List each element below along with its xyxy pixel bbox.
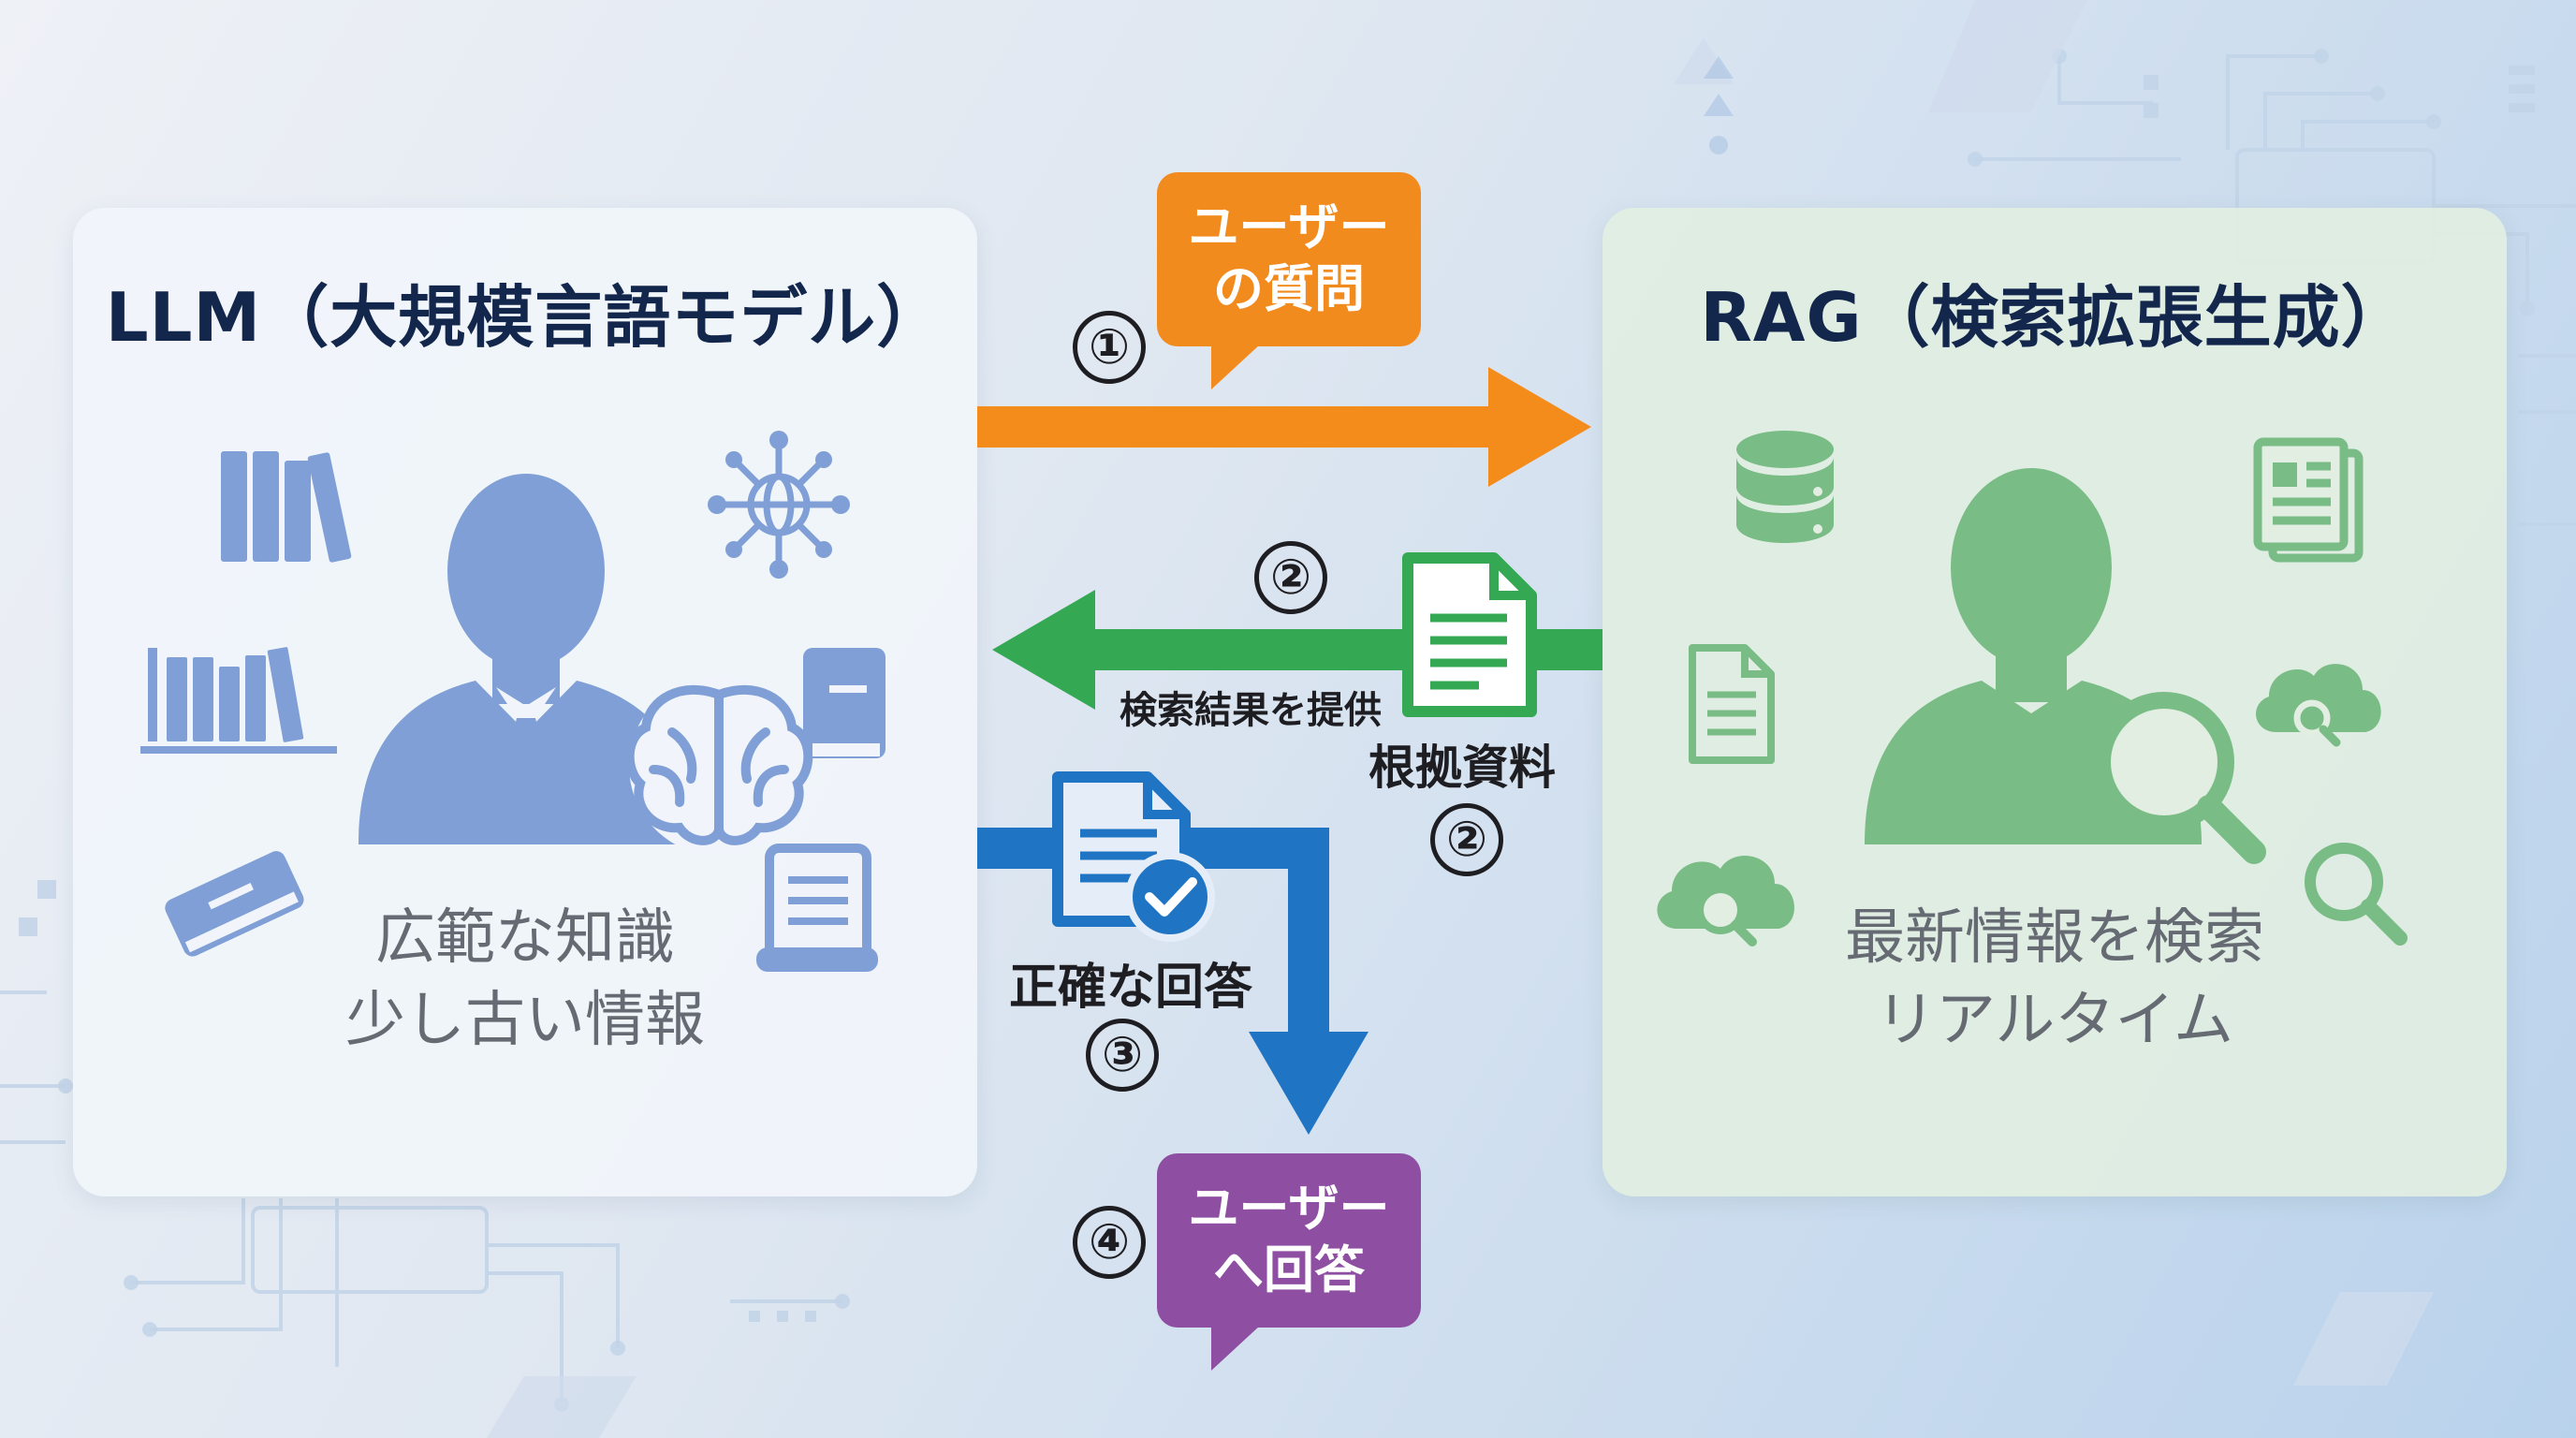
rag-title: RAG（検索拡張生成） bbox=[1700, 278, 2409, 357]
llm-caption-line1: 広範な知識 bbox=[375, 903, 675, 973]
user-answer-bubble: ユーザー へ回答 bbox=[1157, 1153, 1421, 1371]
evidence-label: 根拠資料 bbox=[1368, 741, 1556, 795]
answer-bubble-line2: へ回答 bbox=[1213, 1240, 1365, 1299]
bubble-tail bbox=[1211, 1326, 1260, 1371]
llm-panel: LLM（大規模言語モデル） bbox=[73, 208, 977, 1196]
search-result-label: 検索結果を提供 bbox=[1120, 689, 1382, 732]
library-books-icon bbox=[140, 647, 337, 754]
llm-caption-line2: 少し古い情報 bbox=[345, 986, 705, 1055]
llm-illustration bbox=[140, 431, 886, 972]
question-bubble-line1: ユーザー bbox=[1188, 198, 1390, 257]
step-2b-marker: ② bbox=[1430, 803, 1503, 876]
rag-caption-line1: 最新情報を検索 bbox=[1845, 903, 2264, 973]
magnifier-icon bbox=[2094, 692, 2266, 864]
search-icon bbox=[2305, 843, 2408, 946]
closed-book-icon bbox=[165, 851, 304, 957]
database-icon bbox=[1736, 431, 1834, 543]
step-2-marker: ② bbox=[1254, 541, 1327, 614]
step-1-marker: ① bbox=[1073, 311, 1146, 384]
llm-title: LLM（大規模言語モデル） bbox=[105, 278, 945, 357]
document-icon bbox=[1402, 552, 1537, 717]
answer-bubble-line1: ユーザー bbox=[1188, 1179, 1390, 1238]
question-arrow bbox=[977, 367, 1591, 487]
book-icon bbox=[803, 648, 886, 758]
rag-caption: 最新情報を検索 リアルタイム bbox=[1603, 897, 2507, 1062]
books-icon bbox=[221, 451, 352, 563]
question-bubble-line2: の質問 bbox=[1213, 259, 1365, 318]
step-4-marker: ④ bbox=[1073, 1206, 1146, 1279]
rag-illustration bbox=[1657, 431, 2408, 946]
cloud-search-icon bbox=[1657, 856, 1794, 946]
accurate-answer-label: 正確な回答 bbox=[1009, 960, 1253, 1016]
rag-panel: RAG（検索拡張生成） bbox=[1603, 208, 2507, 1196]
newspaper-icon bbox=[2253, 437, 2364, 563]
checked-document-icon bbox=[1052, 771, 1215, 942]
user-question-bubble: ユーザー の質問 bbox=[1157, 172, 1421, 389]
step-3-marker: ③ bbox=[1086, 1019, 1159, 1092]
bubble-tail bbox=[1211, 345, 1260, 389]
llm-caption: 広範な知識 少し古い情報 bbox=[73, 897, 977, 1062]
rag-caption-line2: リアルタイム bbox=[1875, 986, 2234, 1055]
cloud-search-icon bbox=[2256, 664, 2381, 747]
brain-icon bbox=[624, 676, 813, 856]
document-icon bbox=[1689, 644, 1775, 764]
scroll-document-icon bbox=[756, 844, 878, 972]
